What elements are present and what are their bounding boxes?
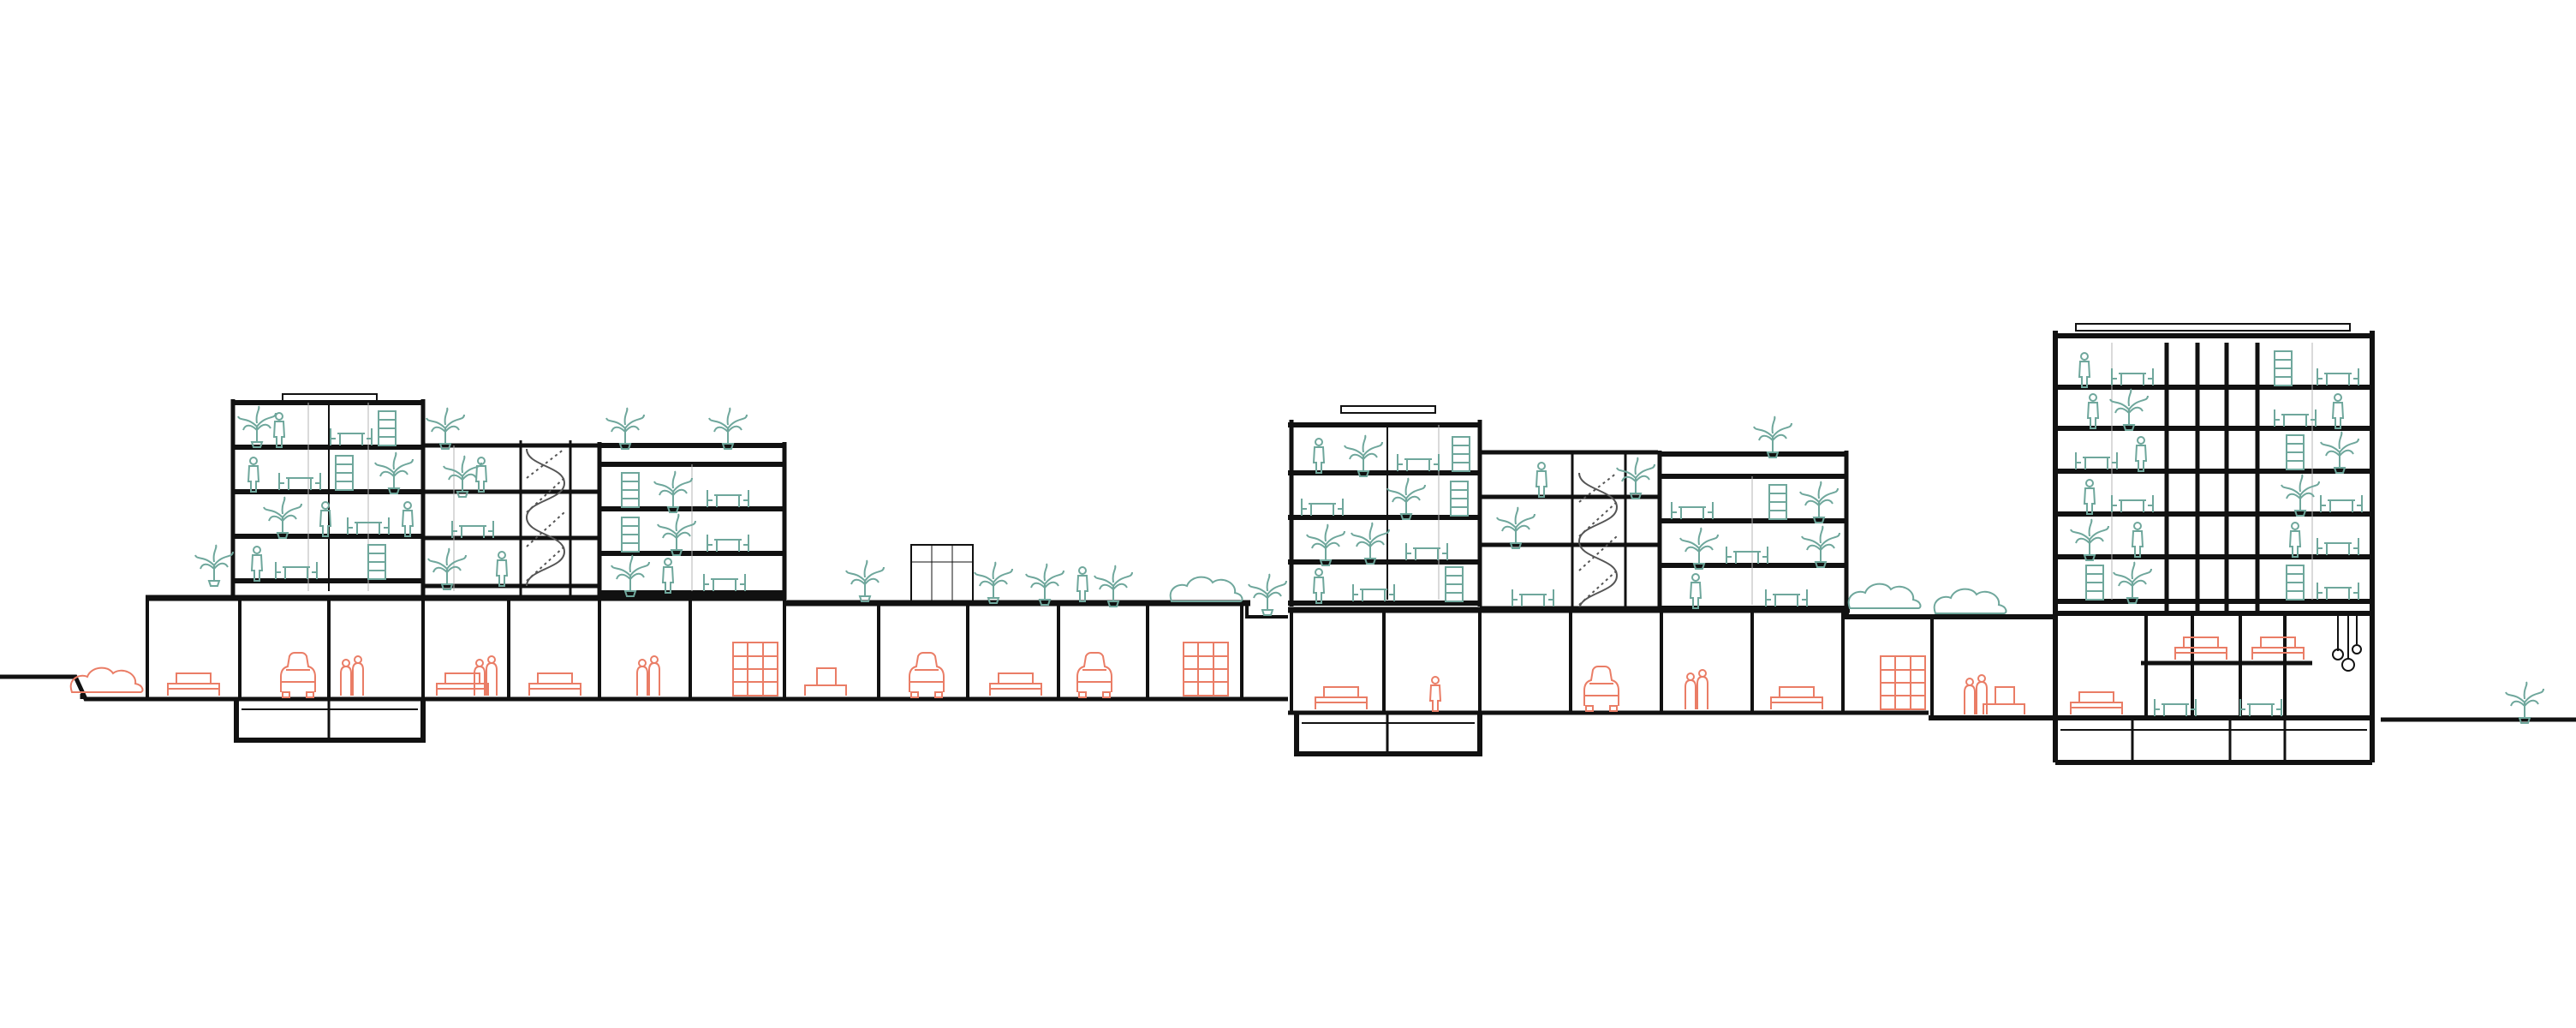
podium-east bbox=[1288, 607, 2055, 756]
podium-west bbox=[146, 544, 1288, 743]
spiral-stair-icon bbox=[526, 448, 565, 587]
building-block-b bbox=[597, 442, 787, 600]
building-link-a bbox=[423, 440, 599, 600]
ground-line bbox=[0, 674, 2576, 722]
building-tower bbox=[2053, 323, 2375, 765]
building-link-b bbox=[1480, 450, 1658, 611]
building-block-d bbox=[1657, 451, 1849, 612]
ground-floor-figures bbox=[69, 637, 2305, 715]
spiral-stair-icon bbox=[1578, 472, 1618, 611]
